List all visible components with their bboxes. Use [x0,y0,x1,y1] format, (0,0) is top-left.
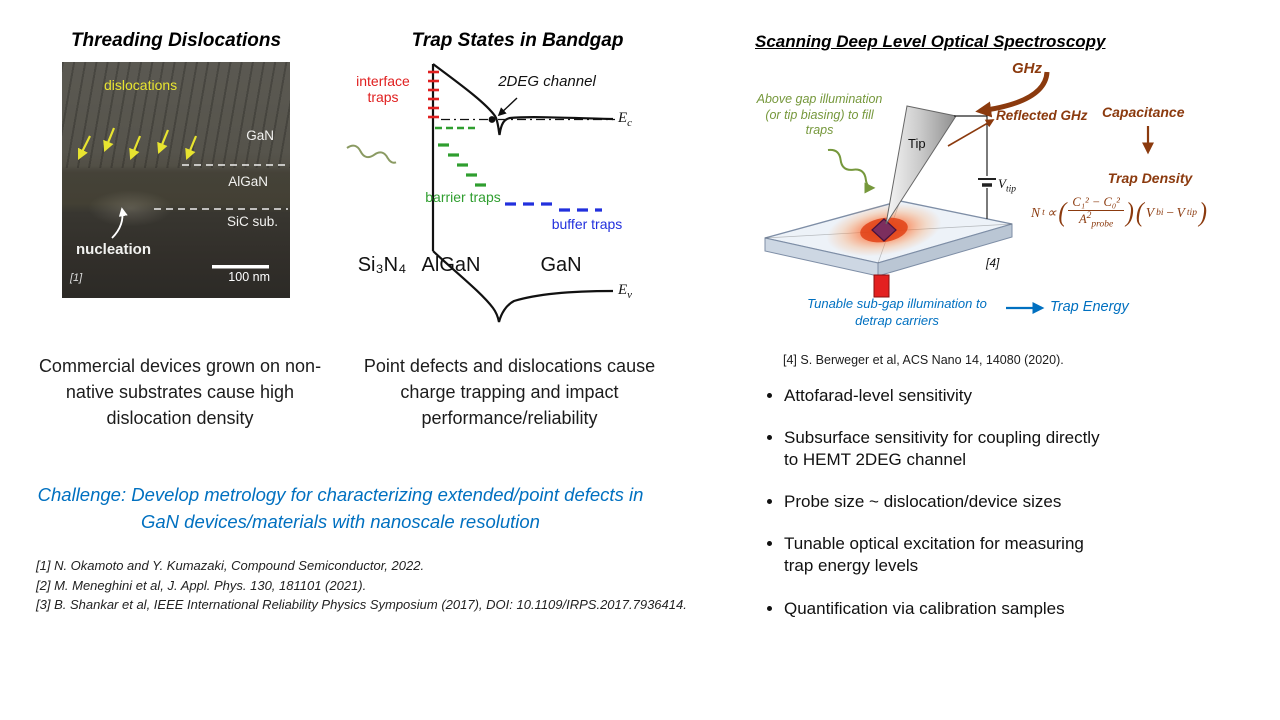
2deg-channel-label: 2DEG channel [498,73,596,90]
sic-substrate-label: SiC sub. [226,214,278,229]
formula-part: 2 [1086,211,1092,222]
sub-gap-illumination-source [873,274,890,298]
middle-panel-title: Trap States in Bandgap [411,30,624,51]
bias-circuit [954,115,996,219]
challenge-statement: Challenge: Develop metrology for charact… [37,484,644,532]
formula-part: tip [1186,208,1197,219]
formula-part: ) [1198,198,1207,229]
interface-traps-label: interface traps [356,73,410,106]
reference-3: [3] B. Shankar et al, IEEE International… [36,597,687,612]
formula-part: bi [1156,208,1164,219]
tip-label: Tip [908,136,926,151]
formula-part: ( [1058,198,1067,229]
band-diagram-drawing [346,63,615,323]
left-caption: Commercial devices grown on non-native s… [38,356,322,429]
valence-band-label: Ev [618,282,632,301]
dislocations-label: dislocations [104,77,178,93]
reflected-ghz-label: Reflected GHz [996,108,1088,123]
buffer-trap-levels [505,202,602,212]
valence-band-line [432,250,614,323]
afm-tip [885,105,957,225]
formula-part: t [1042,208,1045,219]
bullet-item: Tunable optical excitation for measuring… [784,533,1109,577]
reference-list: [1] N. Okamoto and Y. Kumazaki, Compound… [36,556,766,615]
trap-density-label: Trap Density [1107,170,1193,186]
key-points-list: Attofarad-level sensitivity Subsurface s… [758,385,1109,640]
material-gan-label: GaN [540,254,582,276]
conduction-band-line [432,63,614,136]
nucleation-arrow [111,207,128,239]
barrier-trap-levels [438,143,486,187]
capacitance-label: Capacitance [1102,104,1185,120]
formula-part: E [618,282,628,298]
interface-trap-marks [428,70,439,119]
reference-2: [2] M. Meneghini et al, J. Appl. Phys. 1… [36,577,367,593]
right-panel-title: Scanning Deep Level Optical Spectroscopy [755,32,1106,51]
material-algan-label: AlGaN [421,254,481,276]
dislocation-arrows [78,127,198,161]
formula-part: tip [1005,184,1016,195]
formula-part: probe [1091,219,1114,230]
reflected-ghz-arrow [947,119,995,147]
bullet-item: Subsurface sensitivity for coupling dire… [784,427,1109,471]
gan-layer-label: GaN [246,128,274,143]
formula-part: ) [1125,198,1134,229]
middle-caption: Point defects and dislocations cause cha… [363,356,656,429]
2deg-pointer-arrow [497,97,518,117]
formula-part: N [1031,205,1041,221]
formula-part: − [1165,205,1175,221]
sdlos-drawing [764,71,1155,315]
left-panel-title: Threading Dislocations [70,30,282,51]
reference-1: [1] N. Okamoto and Y. Kumazaki, Compound… [36,558,425,573]
formula-part: v [627,289,633,301]
trap-energy-label: Trap Energy [1050,299,1129,315]
sdlos-diagram: GHz Reflected GHz Capacitance Trap Densi… [750,58,1240,358]
scale-bar [212,265,269,269]
formula-part: E [618,110,628,126]
formula-part: A [1079,212,1087,227]
band-diagram: interface traps 2DEG channel Ec barrier … [345,58,665,348]
above-gap-photon-arrow [827,148,876,194]
tem-micrograph: dislocations GaN AlGaN SiC sub. nucleati… [62,62,290,298]
material-si3n4-label: Si₃N₄ [357,254,407,276]
formula-part: A2probe [1068,211,1124,231]
tem-annotation-layer [78,127,288,269]
citation-4: [4] S. Berweger et al, ACS Nano 14, 1408… [783,353,1064,367]
probe-contact [871,218,897,242]
ghz-input-arrow [975,71,1050,118]
tip-voltage-label: Vtip [998,176,1016,195]
bullet-item: Quantification via calibration samples [784,598,1109,620]
bullet-item: Probe size ~ dislocation/device sizes [784,491,1109,513]
formula-part: V [1176,205,1185,221]
ghz-label: GHz [1012,60,1042,77]
above-gap-illumination-label: Above gap illumination (or tip biasing) … [756,92,883,138]
formula-part: C₁² − C₀² [1068,195,1124,212]
figure4-tag: [4] [986,256,1000,270]
figure1-tag: [1] [70,272,83,284]
photon-squiggle [346,144,397,164]
conduction-band-label: Ec [618,110,632,129]
barrier-traps-label: barrier traps [425,189,501,205]
2deg-electron-dot [488,116,496,123]
formula-part: c [627,117,633,129]
microwave-glow [826,203,942,257]
tunable-illumination-label: Tunable sub-gap illumination to detrap c… [807,296,987,328]
formula-fraction: C₁² − C₀² A2probe [1068,195,1124,231]
bullet-item: Attofarad-level sensitivity [784,385,1109,407]
scale-bar-label: 100 nm [228,270,270,284]
formula-part: V [1145,205,1155,221]
formula-part: ∝ [1046,205,1057,221]
formula-part: ( [1135,198,1144,229]
dislocation-streaks [62,62,290,169]
nucleation-label: nucleation [76,241,152,258]
formula-part: V [998,176,1006,191]
buffer-traps-label: buffer traps [551,216,623,232]
algan-layer-label: AlGaN [228,174,268,189]
